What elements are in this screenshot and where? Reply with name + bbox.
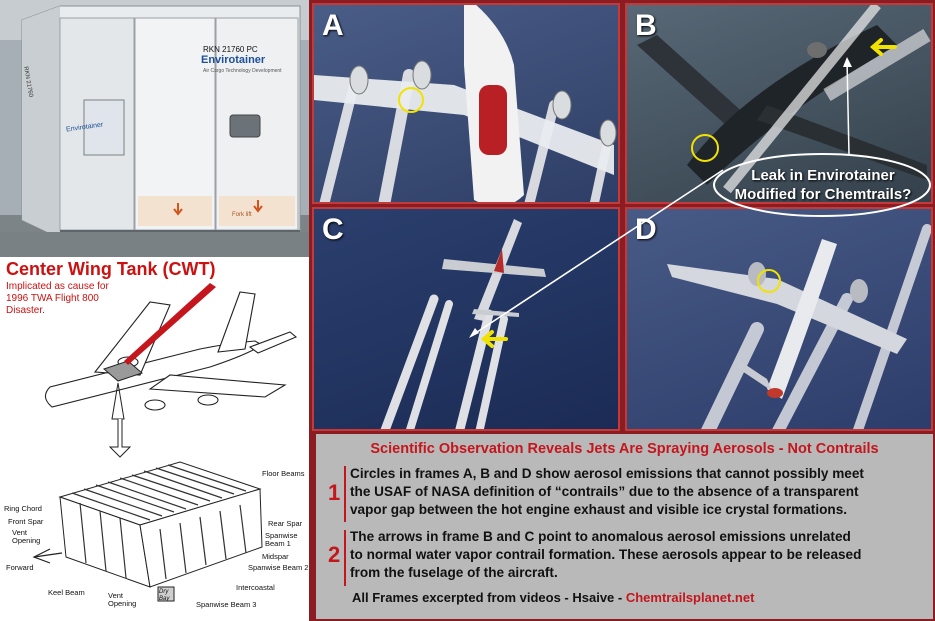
point-2-number: 2	[328, 542, 341, 567]
label-spanwise-beam-2: Spanwise Beam 2	[248, 563, 309, 572]
center-wing-tank-diagram: Center Wing Tank (CWT) Implicated as cau…	[0, 257, 309, 621]
leak-callout: Leak in Envirotainer Modified for Chemtr…	[712, 152, 934, 218]
cwt-title: Center Wing Tank (CWT)	[6, 259, 216, 279]
point-1-number: 1	[328, 480, 341, 505]
frame-b-jet-image	[637, 5, 931, 194]
frame-d: D	[625, 207, 933, 431]
wing-tank-drawing	[32, 283, 298, 602]
frame-b-label: B	[635, 9, 657, 42]
label-intercoastal: Intercoastal	[236, 583, 275, 592]
label-forward: Forward	[6, 563, 34, 572]
point-2-line: The arrows in frame B and C point to ano…	[350, 529, 851, 544]
envirotainer-tagline: Air Cargo Technology Development	[203, 68, 282, 74]
point-1-line: Circles in frames A, B and D show aeroso…	[350, 466, 864, 481]
frame-c-jet-image	[380, 219, 546, 429]
envirotainer-unit-code: RKN 21760 PC	[203, 45, 258, 54]
point-1-text: Circles in frames A, B and D show aeroso…	[350, 465, 864, 519]
point-2-text: The arrows in frame B and C point to ano…	[350, 528, 861, 582]
label-vent-opening-left: Vent Opening	[12, 528, 41, 545]
frame-a: A	[312, 3, 620, 204]
label-ring-chord: Ring Chord	[4, 504, 42, 513]
label-dry-bay: Dry Bay	[159, 589, 170, 602]
frame-d-label: D	[635, 213, 657, 246]
caption-title: Scientific Observation Reveals Jets Are …	[370, 441, 879, 457]
caption-footer: All Frames excerpted from videos - Hsaiv…	[352, 590, 754, 605]
label-rear-spar: Rear Spar	[268, 519, 303, 528]
caption-panel: Scientific Observation Reveals Jets Are …	[316, 434, 933, 619]
label-keel-beam: Keel Beam	[48, 588, 85, 597]
envirotainer-container-image	[0, 0, 309, 257]
point-1-line: vapor gap between the hot engine exhaust…	[350, 502, 848, 517]
point-1-line: the USAF of NASA definition of “contrail…	[350, 484, 859, 499]
label-spanwise-beam-3: Spanwise Beam 3	[196, 600, 257, 609]
frame-c-label: C	[322, 213, 344, 246]
frame-a-label: A	[322, 9, 344, 42]
footer-credit: All Frames excerpted from videos - Hsaiv…	[352, 590, 623, 605]
leak-pointer-lines	[469, 153, 931, 338]
label-midspar: Midspar	[262, 552, 289, 561]
frame-a-jet-image	[314, 5, 617, 202]
footer-site-link[interactable]: Chemtrailsplanet.net	[625, 590, 755, 605]
envirotainer-forklift-label: Fork lift	[232, 212, 252, 218]
label-vent-opening-bottom: Vent Opening	[108, 591, 137, 608]
leak-callout-line2: Modified for Chemtrails?	[734, 186, 912, 203]
frame-b: B	[625, 3, 933, 204]
point-2-line: from the fuselage of the aircraft.	[350, 565, 558, 580]
point-2-line: to normal water vapor contrail formation…	[350, 547, 862, 562]
frame-d-jet-image	[667, 224, 931, 429]
label-front-spar: Front Spar	[8, 517, 44, 526]
envirotainer-photo: RKN 21760 PC Envirotainer Air Cargo Tech…	[0, 0, 309, 257]
point-1-divider	[344, 466, 346, 522]
point-2-divider	[344, 530, 346, 586]
envirotainer-brand-logo: Envirotainer	[201, 54, 266, 66]
frame-c: C	[312, 207, 620, 431]
label-floor-beams: Floor Beams	[262, 469, 305, 478]
leak-callout-line1: Leak in Envirotainer	[751, 167, 895, 184]
cwt-subtitle: Implicated as cause for 1996 TWA Flight …	[6, 281, 109, 316]
label-spanwise-beam-1: Spanwise Beam 1	[265, 531, 298, 548]
